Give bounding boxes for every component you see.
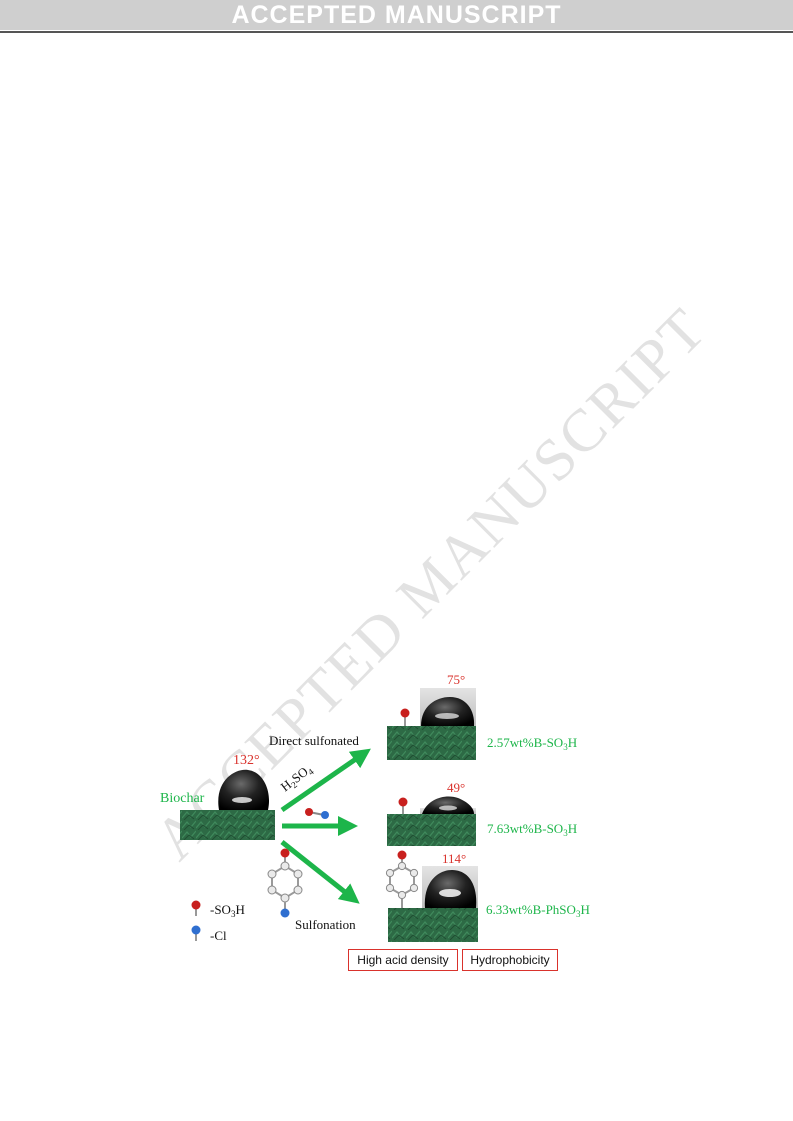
product-2-substrate (387, 814, 476, 846)
biochar-label: Biochar (160, 791, 205, 806)
product-1-substrate (387, 726, 476, 760)
banner-rule (0, 31, 793, 33)
biochar-sample (180, 769, 275, 840)
biochar-contact-angle: 132° (233, 753, 260, 768)
product-3-name: 6.33wt%B-PhSO3H (486, 902, 590, 919)
product-panel-1 (387, 688, 476, 760)
banner-title: ACCEPTED MANUSCRIPT (231, 1, 562, 29)
manuscript-banner (0, 0, 793, 30)
legend-sulfonic-icon (191, 900, 201, 916)
reagent-sub2: 4 (306, 766, 316, 777)
product-2-name: 7.63wt%B-SO3H (487, 821, 577, 838)
legend: -SO3H -Cl (191, 900, 245, 943)
chlorosulfonic-molecule-icon (305, 808, 329, 819)
product-2-angle: 49° (447, 780, 465, 795)
route-direct-label: Direct sulfonated (269, 733, 359, 748)
tag-hydrophobicity: Hydrophobicity (462, 949, 558, 971)
biochar-droplet (218, 769, 270, 810)
legend-chloro-label: -Cl (210, 928, 227, 943)
legend-chloro-icon (191, 925, 201, 941)
product-3-substrate (388, 908, 478, 942)
product-panel-3 (385, 850, 478, 942)
benzene-linker-molecule-icon (267, 848, 303, 918)
legend-sulfonic-label: -SO3H (210, 902, 245, 919)
reagent-sub1: 2 (289, 780, 299, 791)
arrow-aryl-sulfonation (280, 840, 360, 904)
arrow-direct-sulfonation (280, 748, 371, 813)
biochar-substrate (180, 810, 275, 840)
product-1-name: 2.57wt%B-SO3H (487, 735, 577, 752)
product-panel-2 (387, 796, 476, 846)
droplet-highlight (232, 797, 252, 803)
tag-high-acid-density: High acid density (348, 949, 458, 971)
product-1-angle: 75° (447, 672, 465, 687)
route-sulfonation-label: Sulfonation (295, 917, 356, 932)
product-3-angle: 114° (442, 851, 466, 866)
